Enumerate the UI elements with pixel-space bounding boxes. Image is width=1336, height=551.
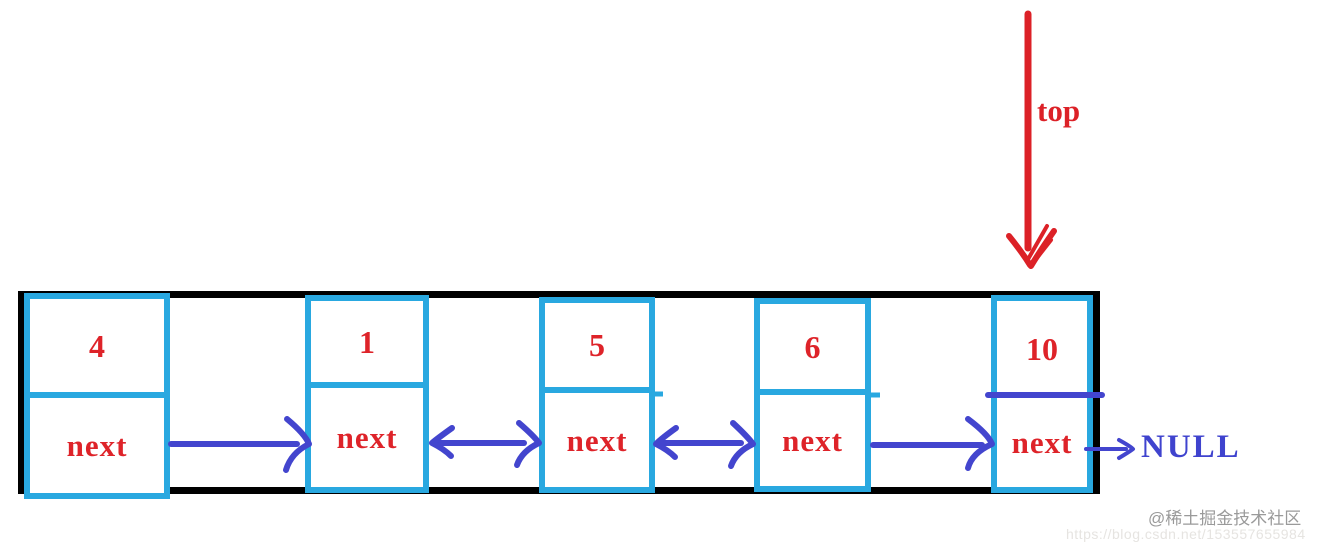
node-2-value-cell: 1 [311,301,423,388]
linked-node-5: 10 next [991,295,1093,493]
watermark-community: @稀土掘金技术社区 [1148,509,1302,528]
node-1-next-cell: next [30,398,164,493]
node-5-next-label: next [1011,424,1073,460]
node-3-value-cell: 5 [545,303,649,393]
top-arrow-head-right [1028,228,1057,269]
node-4-value: 6 [804,328,821,365]
arrow-node5-to-null-head [1117,438,1135,460]
node-3-next-cell: next [545,393,649,487]
node-3-value: 5 [589,327,605,363]
linked-node-4: 6 next [754,298,871,492]
node-5-value-cell: 10 [997,301,1087,397]
node-1-next-label: next [66,428,128,463]
watermark-url: https://blog.csdn.net/153557655984 [1066,526,1306,542]
node-5-next-cell: next [997,397,1087,487]
linked-node-3: 5 next [539,297,655,493]
top-pointer-label: top [1037,93,1081,128]
node-4-next-cell: next [760,395,865,486]
node-1-value: 4 [89,327,105,364]
node-1-value-cell: 4 [30,299,164,398]
linked-node-1: 4 next [24,293,170,499]
node-5-value: 10 [1026,331,1058,367]
node-2-value: 1 [359,323,375,360]
top-arrow-head-scribble-1 [1025,224,1049,263]
linked-node-2: 1 next [305,295,429,493]
null-label: NULL [1141,429,1241,465]
node-3-next-label: next [566,422,628,458]
node-2-next-label: next [336,420,398,455]
node-4-value-cell: 6 [760,304,865,395]
top-arrow-head-left [1006,233,1033,268]
node-2-next-cell: next [311,388,423,487]
top-arrow-head-scribble-2 [1031,238,1053,265]
node-4-next-label: next [782,423,843,458]
